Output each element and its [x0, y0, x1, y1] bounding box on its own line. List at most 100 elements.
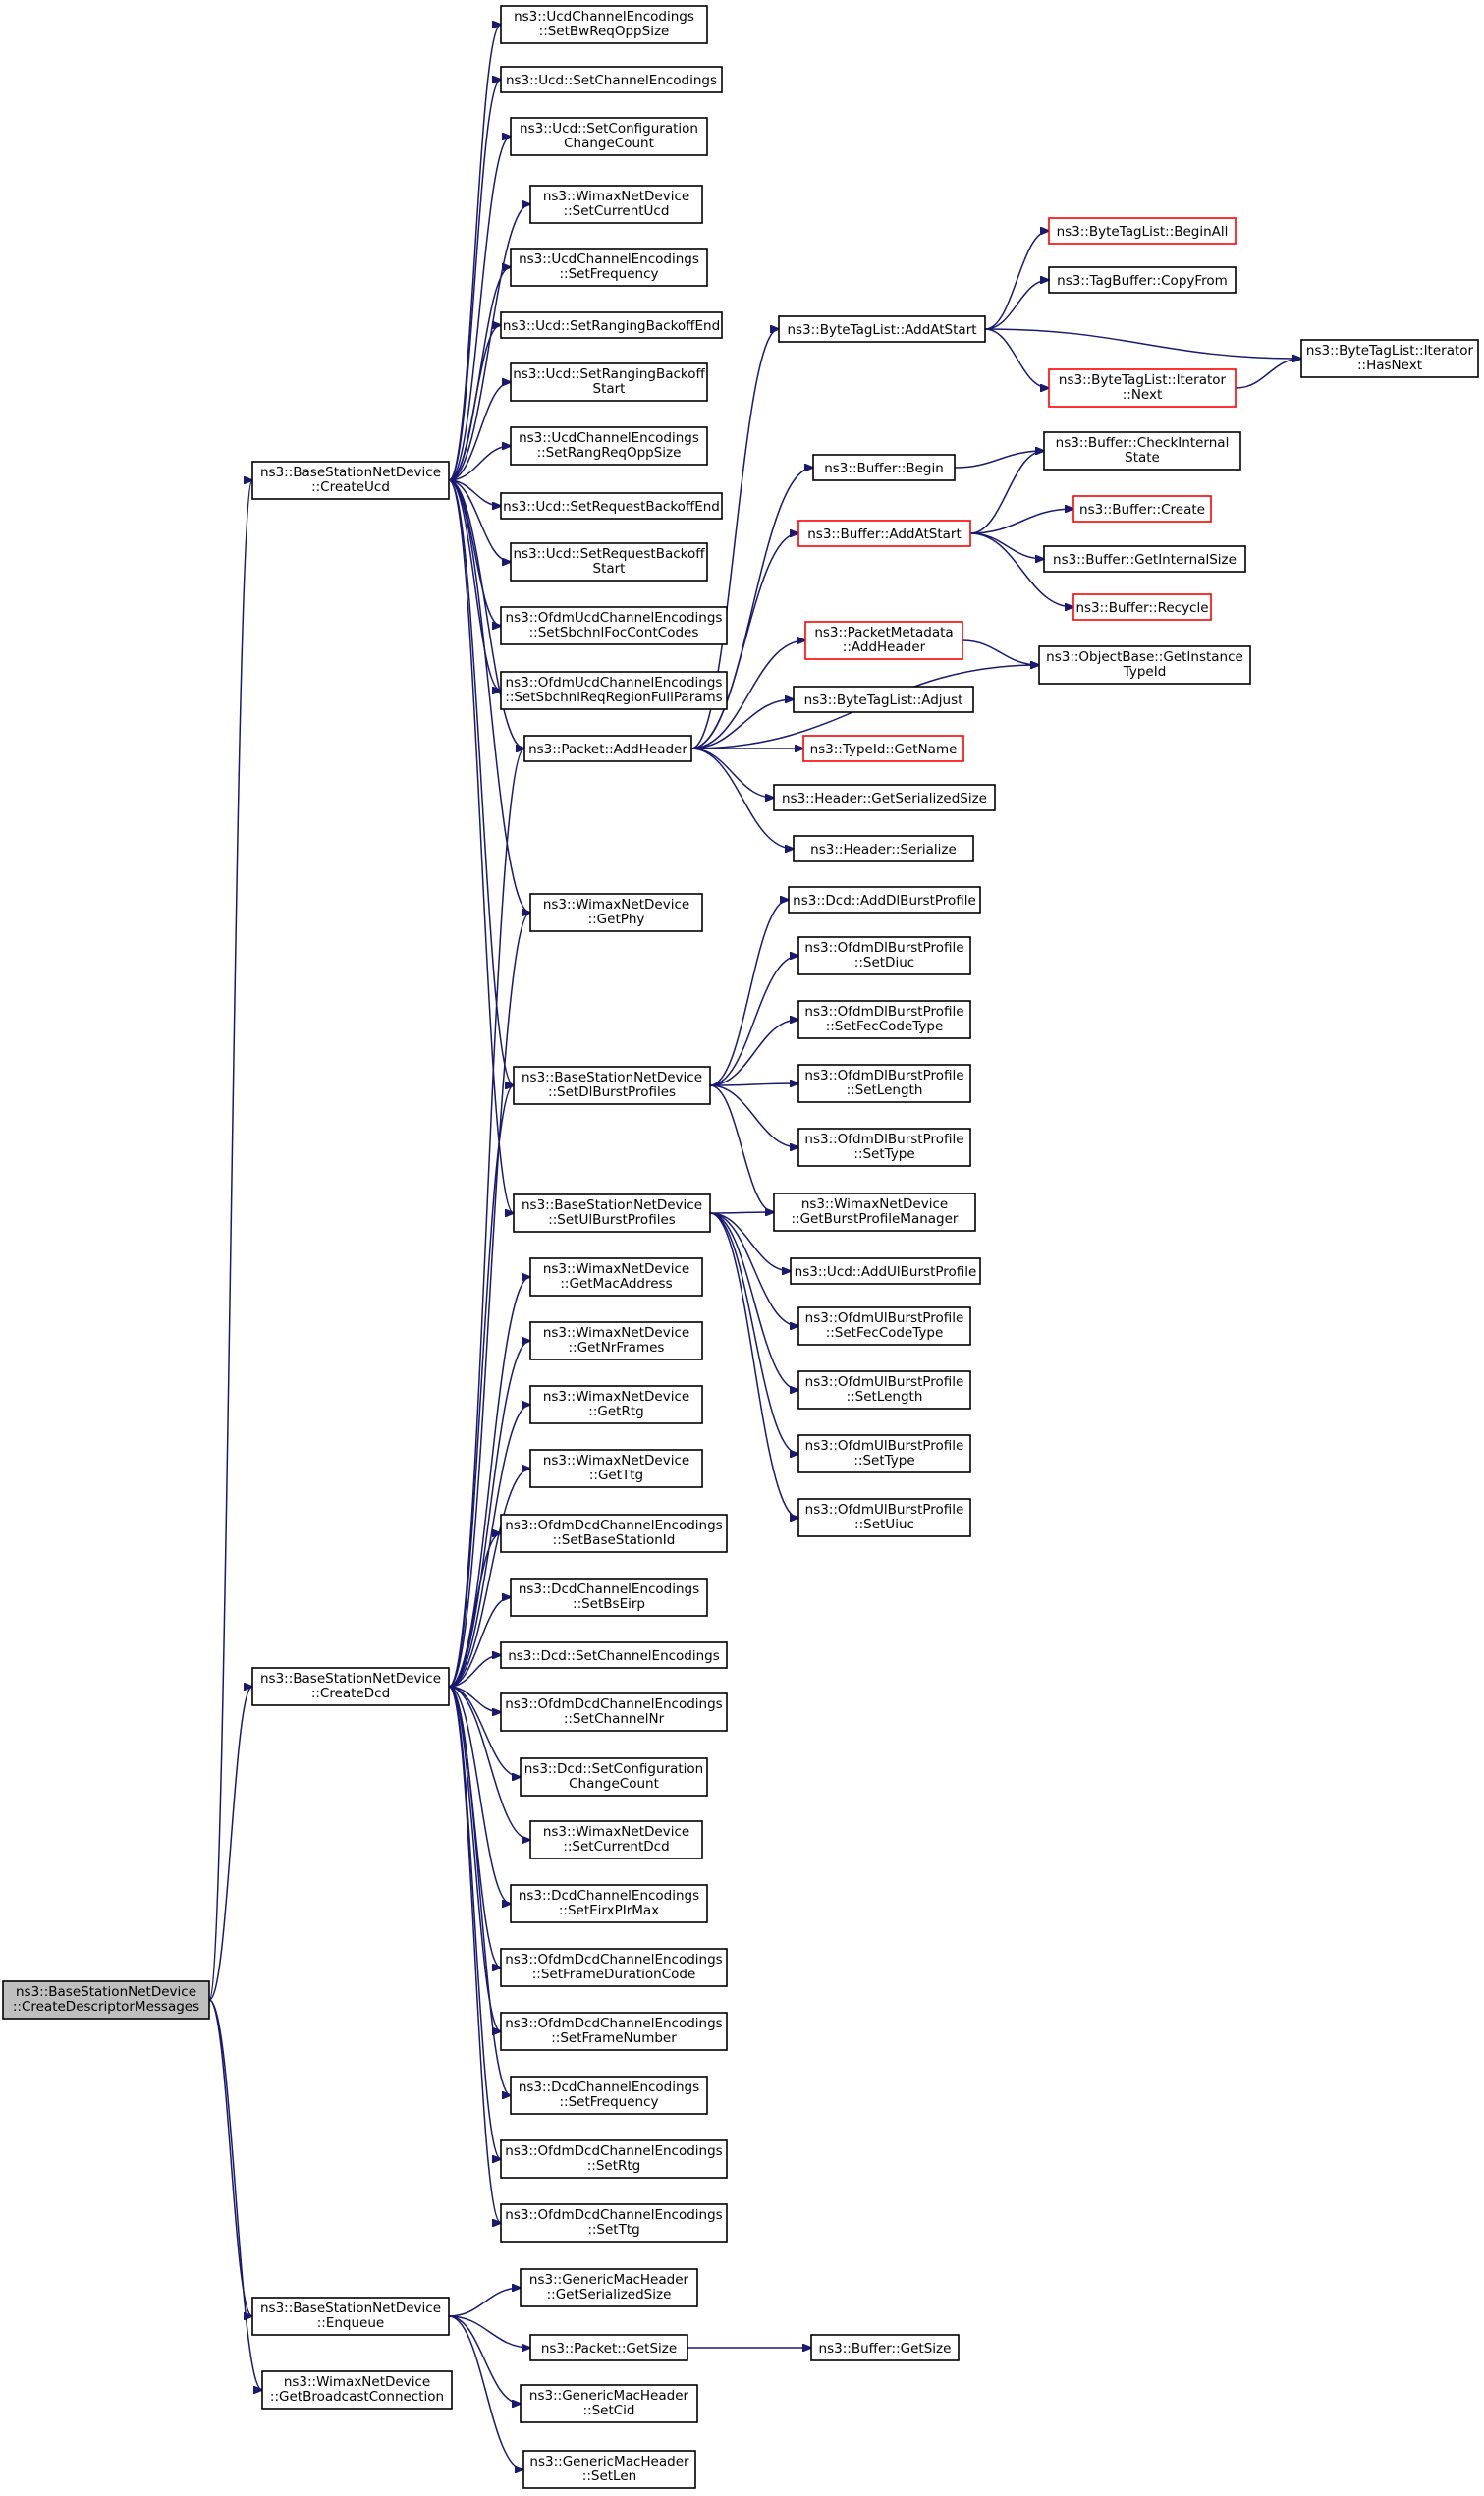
node-enqueue[interactable]: ns3::BaseStationNetDevice::Enqueue — [251, 2297, 450, 2336]
node-u1[interactable]: ns3::UcdChannelEncodings::SetBwReqOppSiz… — [500, 5, 708, 44]
edge-addheader-to-hdrserialize — [690, 748, 794, 849]
node-getbpm[interactable]: ns3::WimaxNetDevice::GetBurstProfileMana… — [773, 1193, 976, 1232]
node-bufaddatstart[interactable]: ns3::Buffer::AddAtStart — [797, 520, 971, 547]
node-d4[interactable]: ns3::WimaxNetDevice::GetTtg — [529, 1449, 703, 1488]
node-dl2[interactable]: ns3::OfdmDlBurstProfile::SetDiuc — [797, 936, 971, 975]
node-bufgetsize[interactable]: ns3::Buffer::GetSize — [810, 2334, 960, 2361]
node-label: ::CreateDescriptorMessages — [13, 1999, 199, 2015]
node-d11[interactable]: ns3::DcdChannelEncodings::SetEirxPIrMax — [510, 1884, 708, 1923]
node-label: ::SetSbchnlFocContCodes — [529, 625, 699, 640]
node-btlbeginall[interactable]: ns3::ByteTagList::BeginAll — [1048, 217, 1237, 245]
node-label: ::CreateDcd — [311, 1686, 390, 1701]
node-dl3[interactable]: ns3::OfdmDlBurstProfile::SetFecCodeType — [797, 1000, 971, 1039]
node-u12[interactable]: ns3::OfdmUcdChannelEncodings::SetSbchnlR… — [500, 671, 728, 710]
node-root[interactable]: ns3::BaseStationNetDevice::CreateDescrip… — [2, 1980, 210, 2020]
node-bufbegin[interactable]: ns3::Buffer::Begin — [812, 454, 956, 481]
node-d10[interactable]: ns3::WimaxNetDevice::SetCurrentDcd — [529, 1820, 703, 1859]
node-label: ns3::Buffer::GetSize — [819, 2341, 952, 2357]
node-box — [510, 2076, 708, 2115]
node-box — [520, 2384, 698, 2423]
node-pktgetsize[interactable]: ns3::Packet::GetSize — [529, 2334, 688, 2361]
node-d12[interactable]: ns3::OfdmDcdChannelEncodings::SetFrameDu… — [500, 1948, 728, 1987]
node-u9[interactable]: ns3::Ucd::SetRequestBackoffEnd — [500, 492, 723, 520]
node-d7[interactable]: ns3::Dcd::SetChannelEncodings — [500, 1641, 728, 1669]
node-d13[interactable]: ns3::OfdmDcdChannelEncodings::SetFrameNu… — [500, 2012, 728, 2051]
node-label: ns3::OfdmDcdChannelEncodings — [505, 1518, 722, 1533]
node-d16[interactable]: ns3::OfdmDcdChannelEncodings::SetTtg — [500, 2203, 728, 2243]
node-typeidgetname[interactable]: ns3::TypeId::GetName — [802, 735, 964, 762]
node-e4[interactable]: ns3::GenericMacHeader::SetLen — [522, 2450, 696, 2489]
node-createucd[interactable]: ns3::BaseStationNetDevice::CreateUcd — [251, 461, 450, 500]
node-dl1[interactable]: ns3::Dcd::AddDlBurstProfile — [788, 886, 981, 914]
edge-createucd-to-u8 — [448, 446, 511, 481]
node-box — [500, 5, 708, 44]
node-addheader[interactable]: ns3::Packet::AddHeader — [523, 735, 692, 762]
node-box — [797, 1434, 971, 1473]
node-bufgetintsize[interactable]: ns3::Buffer::GetInternalSize — [1043, 545, 1246, 573]
node-label: ns3::ByteTagList::Adjust — [804, 693, 963, 708]
node-label: ns3::ByteTagList::AddAtStart — [787, 322, 976, 338]
node-btlithasnext[interactable]: ns3::ByteTagList::Iterator::HasNext — [1300, 339, 1479, 378]
node-getbcast[interactable]: ns3::WimaxNetDevice::GetBroadcastConnect… — [261, 2370, 453, 2410]
node-u11[interactable]: ns3::OfdmUcdChannelEncodings::SetSbchnlF… — [500, 606, 728, 645]
edges-layer — [208, 25, 1301, 2469]
node-bufcreate[interactable]: ns3::Buffer::Create — [1072, 495, 1212, 523]
node-d14[interactable]: ns3::DcdChannelEncodings::SetFrequency — [510, 2076, 708, 2115]
edge-setdl-to-getbpm — [709, 1084, 774, 1212]
node-ul2[interactable]: ns3::OfdmUlBurstProfile::SetFecCodeType — [797, 1306, 971, 1346]
node-box — [1072, 593, 1212, 621]
node-ul3[interactable]: ns3::OfdmUlBurstProfile::SetLength — [797, 1370, 971, 1410]
node-u5[interactable]: ns3::UcdChannelEncodings::SetFrequency — [510, 248, 708, 287]
node-d8[interactable]: ns3::OfdmDcdChannelEncodings::SetChannel… — [500, 1692, 728, 1732]
node-box — [522, 2450, 696, 2489]
node-btladjust[interactable]: ns3::ByteTagList::Adjust — [793, 686, 974, 713]
node-dl4[interactable]: ns3::OfdmDlBurstProfile::SetLength — [797, 1064, 971, 1103]
node-createdcd[interactable]: ns3::BaseStationNetDevice::CreateDcd — [251, 1667, 450, 1706]
node-ul5[interactable]: ns3::OfdmUlBurstProfile::SetUiuc — [797, 1498, 971, 1537]
node-e1[interactable]: ns3::GenericMacHeader::GetSerializedSize — [520, 2268, 698, 2307]
node-setul[interactable]: ns3::BaseStationNetDevice::SetUlBurstPro… — [513, 1193, 711, 1233]
node-d3[interactable]: ns3::WimaxNetDevice::GetRtg — [529, 1385, 703, 1424]
node-d6[interactable]: ns3::DcdChannelEncodings::SetBsEirp — [510, 1578, 708, 1617]
node-box — [510, 426, 708, 466]
node-u2[interactable]: ns3::Ucd::SetChannelEncodings — [500, 66, 723, 93]
node-bufrecycle[interactable]: ns3::Buffer::Recycle — [1072, 593, 1212, 621]
node-box — [2, 1980, 210, 2020]
node-btlitnext[interactable]: ns3::ByteTagList::Iterator::Next — [1048, 368, 1237, 408]
node-u4[interactable]: ns3::WimaxNetDevice::SetCurrentUcd — [529, 185, 703, 224]
node-btladdatstart[interactable]: ns3::ByteTagList::AddAtStart — [778, 315, 986, 343]
edge-createucd-to-u6 — [448, 325, 501, 481]
node-hdrgetsersize[interactable]: ns3::Header::GetSerializedSize — [773, 784, 996, 811]
node-ul1[interactable]: ns3::Ucd::AddUlBurstProfile — [790, 1257, 981, 1285]
edge-root-to-enqueue — [208, 1999, 252, 2316]
node-label: ns3::WimaxNetDevice — [543, 1824, 689, 1840]
node-label: ::SetTtg — [587, 2222, 639, 2238]
node-u6[interactable]: ns3::Ucd::SetRangingBackoffEnd — [500, 311, 723, 339]
node-d2[interactable]: ns3::WimaxNetDevice::GetNrFrames — [529, 1321, 703, 1360]
node-box — [529, 1385, 703, 1424]
node-pmaddheader[interactable]: ns3::PacketMetadata::AddHeader — [804, 621, 963, 660]
node-box — [793, 835, 974, 862]
node-getphy[interactable]: ns3::WimaxNetDevice::GetPhy — [529, 893, 703, 932]
node-u8[interactable]: ns3::UcdChannelEncodings::SetRangReqOppS… — [510, 426, 708, 466]
node-hdrserialize[interactable]: ns3::Header::Serialize — [793, 835, 974, 862]
node-tbcopyfrom[interactable]: ns3::TagBuffer::CopyFrom — [1048, 266, 1237, 294]
node-box — [1043, 431, 1241, 471]
edge-setdl-to-dl5 — [709, 1084, 798, 1147]
node-d1[interactable]: ns3::WimaxNetDevice::GetMacAddress — [529, 1257, 703, 1297]
node-d5[interactable]: ns3::OfdmDcdChannelEncodings::SetBaseSta… — [500, 1514, 728, 1553]
node-box — [810, 2334, 960, 2361]
node-e3[interactable]: ns3::GenericMacHeader::SetCid — [520, 2384, 698, 2423]
node-setdl[interactable]: ns3::BaseStationNetDevice::SetDlBurstPro… — [513, 1066, 711, 1105]
node-box — [510, 1578, 708, 1617]
node-d15[interactable]: ns3::OfdmDcdChannelEncodings::SetRtg — [500, 2139, 728, 2179]
node-dl5[interactable]: ns3::OfdmDlBurstProfile::SetType — [797, 1128, 971, 1167]
node-label: ::HasNext — [1357, 358, 1422, 373]
node-ul4[interactable]: ns3::OfdmUlBurstProfile::SetType — [797, 1434, 971, 1473]
